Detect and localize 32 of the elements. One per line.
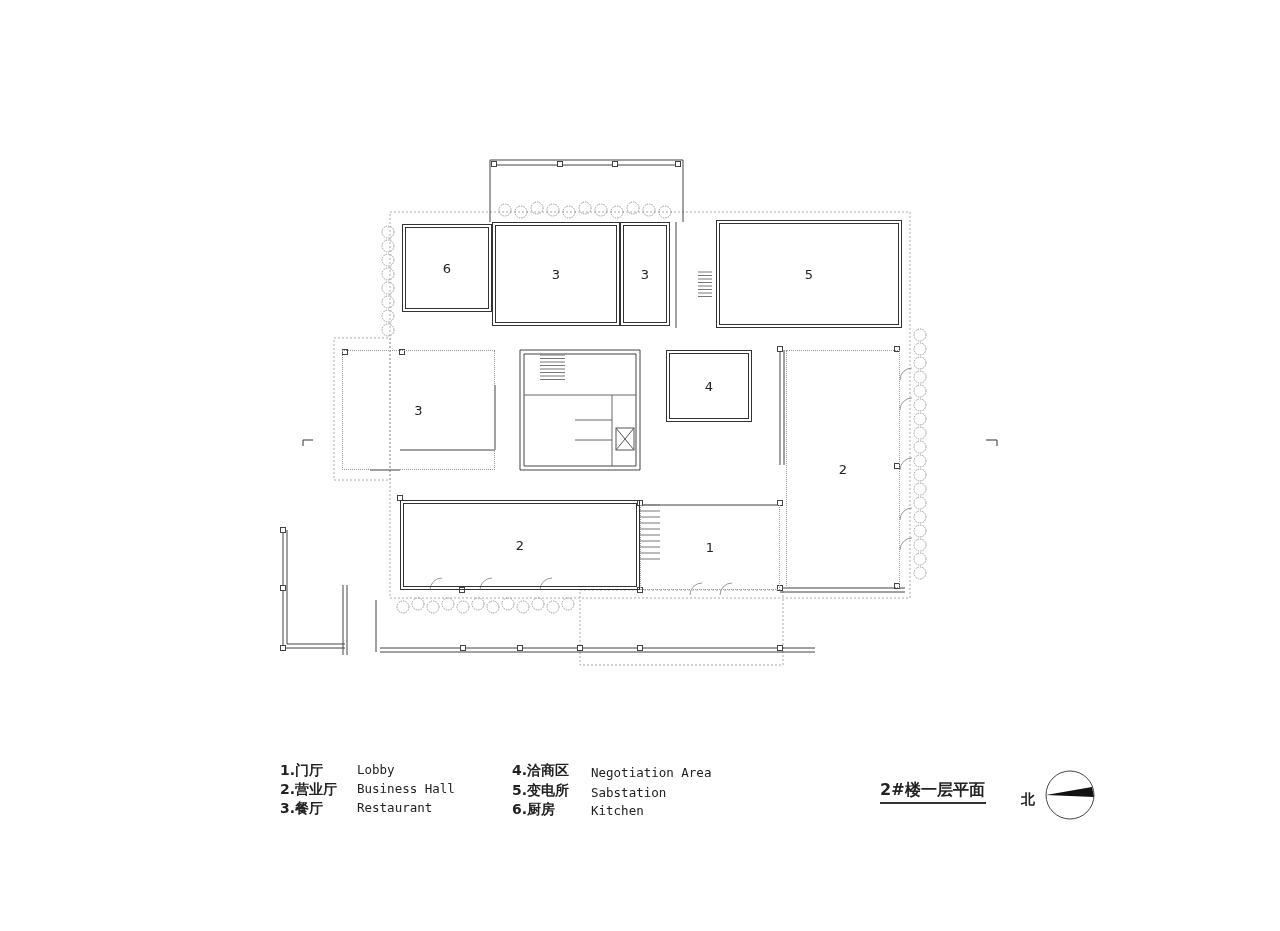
legend-text: Lobby	[357, 762, 395, 777]
room-outline	[666, 350, 752, 422]
legend-key: 1.门厅	[280, 762, 324, 780]
room-number: 2	[838, 461, 848, 477]
room-outline	[402, 224, 492, 312]
room-number: 2	[515, 537, 525, 553]
drawing-title: 2#楼一层平面	[880, 780, 985, 801]
legend-key: 6.厨房	[512, 801, 556, 819]
room-number: 3	[640, 266, 650, 282]
legend-text: Business Hall	[357, 781, 455, 796]
room-outline	[640, 505, 780, 590]
room-number: 3	[551, 266, 561, 282]
legend-key: 2.营业厅	[280, 781, 338, 799]
legend-key: 3.餐厅	[280, 800, 324, 818]
room-number: 1	[705, 540, 715, 555]
legend-text: Restaurant	[357, 800, 433, 815]
room-outline	[716, 220, 902, 328]
legend-text: Kitchen	[591, 803, 644, 818]
room-number: 4	[704, 378, 714, 394]
legend-key: 4.洽商区	[512, 762, 570, 780]
room-outline	[492, 222, 620, 326]
room-outline	[620, 222, 670, 326]
room-number: 6	[442, 260, 452, 276]
room-number: 5	[804, 266, 814, 282]
room-outline	[400, 500, 640, 590]
north-label: 北	[1021, 791, 1035, 809]
legend-key: 5.变电所	[512, 782, 570, 800]
room-number: 3	[414, 402, 423, 418]
legend-text: Negotiation Area	[591, 765, 712, 780]
room-outline	[786, 350, 900, 588]
legend-text: Sabstation	[591, 785, 667, 800]
room-outline	[342, 350, 495, 470]
